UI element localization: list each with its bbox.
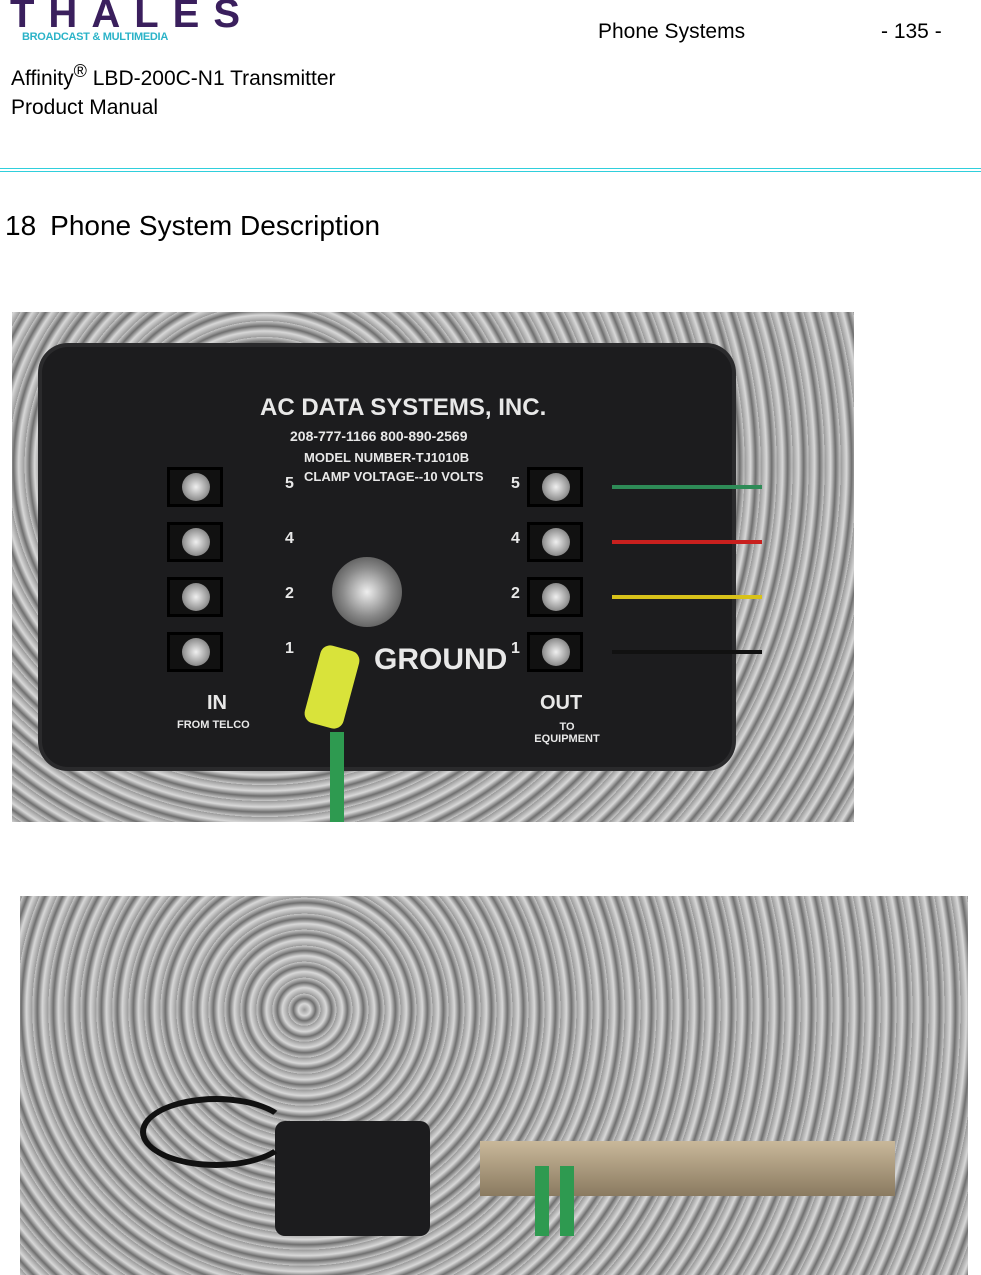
product-manual-label: Product Manual xyxy=(11,96,159,119)
product-title: Affinity® LBD-200C-N1 Transmitter xyxy=(11,61,336,91)
terminal-number: 1 xyxy=(511,640,520,657)
ground-label: GROUND xyxy=(374,643,508,676)
ground-stud xyxy=(332,557,402,627)
thales-logo: THALES BROADCAST & MULTIMEDIA xyxy=(10,0,240,44)
ground-strap-2 xyxy=(560,1166,574,1236)
phone-wire xyxy=(612,540,762,544)
screw-icon xyxy=(542,583,570,611)
page-number: - 135 - xyxy=(881,20,942,43)
terminal-out-5 xyxy=(527,467,583,507)
terminal-number: 4 xyxy=(285,530,294,547)
ground-lug xyxy=(302,643,362,731)
screw-icon xyxy=(542,473,570,501)
screw-icon xyxy=(182,583,210,611)
header-rule-2 xyxy=(0,171,981,172)
terminal-in-1 xyxy=(167,632,223,672)
in-sub-label: FROM TELCO xyxy=(177,719,250,731)
maker-label: AC DATA SYSTEMS, INC. xyxy=(260,394,547,421)
terminal-out-4 xyxy=(527,522,583,562)
terminal-in-2 xyxy=(167,577,223,617)
protector-box: AC DATA SYSTEMS, INC. 208-777-1166 800-8… xyxy=(42,347,762,767)
phone-wire xyxy=(612,650,762,654)
screw-icon xyxy=(182,638,210,666)
terminal-number: 4 xyxy=(511,530,520,547)
product-name: Affinity xyxy=(11,67,74,90)
phone-cable xyxy=(140,1096,292,1168)
protector-box-small xyxy=(275,1121,430,1236)
section-heading: 18 Phone System Description xyxy=(5,210,380,242)
ground-strap-1 xyxy=(535,1166,549,1236)
terminal-number: 5 xyxy=(285,475,294,492)
in-label: IN xyxy=(207,692,227,714)
registered-mark: ® xyxy=(73,61,87,81)
product-model: LBD-200C-N1 Transmitter xyxy=(86,67,336,90)
screw-icon xyxy=(182,473,210,501)
phone-wire xyxy=(612,595,762,599)
terminal-number: 2 xyxy=(285,585,294,602)
model-label: MODEL NUMBER-TJ1010B xyxy=(304,450,470,465)
section-number: 18 xyxy=(5,210,37,241)
phone-wire xyxy=(612,485,762,489)
logo-tagline: BROADCAST & MULTIMEDIA xyxy=(22,31,168,43)
phones-label: 208-777-1166 800-890-2569 xyxy=(290,428,468,444)
screw-icon xyxy=(542,528,570,556)
terminal-in-4 xyxy=(167,522,223,562)
header-rule xyxy=(0,168,981,169)
section-title: Phone System Description xyxy=(50,210,381,241)
logo-brand: THALES xyxy=(10,0,254,36)
terminal-out-1 xyxy=(527,632,583,672)
photo-enclosure-overview xyxy=(20,896,968,1275)
out-label: OUT xyxy=(540,692,583,714)
terminal-in-5 xyxy=(167,467,223,507)
ground-bar xyxy=(480,1141,895,1196)
out-sub-label: TO EQUIPMENT xyxy=(534,721,600,746)
ground-wire xyxy=(330,732,344,822)
clamp-label: CLAMP VOLTAGE--10 VOLTS xyxy=(304,469,484,484)
terminal-number: 5 xyxy=(511,475,520,492)
photo-surge-protector-closeup: AC DATA SYSTEMS, INC. 208-777-1166 800-8… xyxy=(12,312,854,822)
terminal-out-2 xyxy=(527,577,583,617)
terminal-number: 2 xyxy=(511,585,520,602)
terminal-number: 1 xyxy=(285,640,294,657)
screw-icon xyxy=(182,528,210,556)
header-section: Phone Systems xyxy=(598,20,746,43)
screw-icon xyxy=(542,638,570,666)
